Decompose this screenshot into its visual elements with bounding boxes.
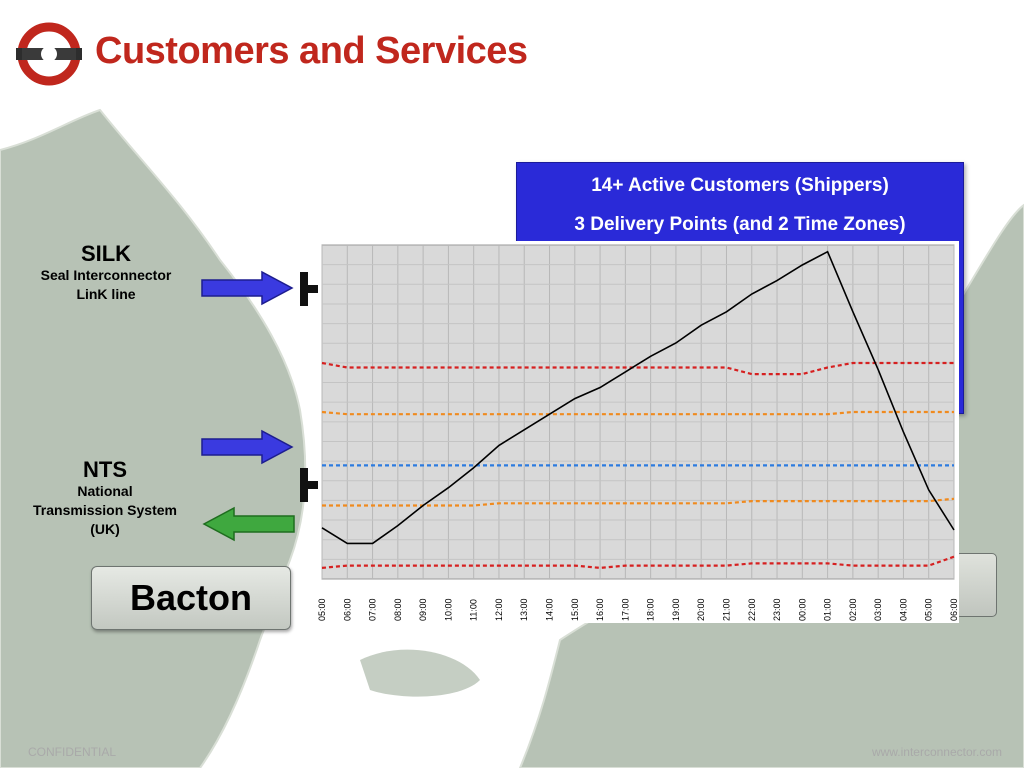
page-title: Customers and Services (95, 30, 528, 72)
silk-name: SILK (80, 241, 132, 266)
bacton-box: Bacton (91, 566, 291, 630)
x-tick-label: 05:00 (318, 598, 327, 621)
x-tick-label: 00:00 (797, 598, 807, 621)
x-tick-label: 03:00 (873, 598, 883, 621)
nts-name: NTS (83, 457, 127, 482)
x-tick-label: 13:00 (519, 598, 529, 621)
x-tick-label: 04:00 (898, 598, 908, 621)
x-tick-label: 09:00 (418, 598, 428, 621)
nts-connector-icon (300, 468, 322, 502)
info-line-delivery-points: 3 Delivery Points (and 2 Time Zones) (574, 214, 906, 235)
nts-label: NTS National Transmission System (UK) (14, 458, 196, 539)
series-line-2 (321, 410, 954, 416)
silk-desc-2: LinK line (76, 286, 136, 302)
x-tick-label: 22:00 (747, 598, 757, 621)
flow-chart: 05:00 06:00 07:00 08:00 09:00 10:00 11:00 12:00… (318, 241, 959, 623)
series-line-0 (321, 250, 955, 545)
x-tick-label: 20:00 (696, 598, 706, 621)
silk-arrow-right-icon (201, 270, 294, 306)
map-landmass-island (360, 649, 480, 697)
footer-confidential: CONFIDENTIAL (28, 745, 117, 759)
x-tick-label: 17:00 (620, 598, 630, 621)
nts-desc-2: Transmission System (33, 502, 177, 518)
x-tick-label: 10:00 (443, 598, 453, 621)
x-tick-label: 11:00 (469, 599, 479, 621)
x-tick-label: 19:00 (671, 598, 681, 621)
x-tick-label: 06:00 (342, 598, 352, 621)
x-tick-label: 05:00 (924, 598, 934, 621)
interconnector-logo (16, 22, 82, 86)
silk-connector-icon (300, 272, 322, 306)
x-tick-label: 18:00 (646, 598, 656, 621)
x-tick-label: 21:00 (721, 598, 731, 621)
x-tick-label: 23:00 (772, 598, 782, 621)
x-tick-label: 08:00 (393, 598, 403, 621)
nts-arrow-right-icon (201, 429, 294, 465)
delivery-point-box (955, 553, 997, 617)
nts-desc-3: (UK) (90, 521, 120, 537)
series-line-4 (322, 497, 955, 507)
silk-label: SILK Seal Interconnector LinK line (16, 242, 196, 304)
x-tick-label: 12:00 (494, 598, 504, 621)
x-tick-label: 16:00 (595, 598, 605, 621)
series-line-1 (321, 361, 954, 376)
nts-desc-1: National (77, 483, 133, 499)
footer-url: www.interconnector.com (871, 745, 1002, 759)
silk-desc-1: Seal Interconnector (40, 267, 172, 283)
x-tick-label: 02:00 (848, 598, 858, 621)
info-line-customers: 14+ Active Customers (Shippers) (591, 175, 889, 196)
nts-arrow-left-icon (202, 506, 295, 542)
x-tick-label: 01:00 (823, 598, 833, 621)
x-tick-label: 14:00 (545, 598, 555, 621)
x-tick-label: 07:00 (368, 598, 378, 621)
x-tick-label: 06:00 (949, 598, 959, 621)
plot-area (321, 244, 955, 580)
series-line-5 (321, 555, 955, 570)
x-tick-label: 15:00 (570, 598, 580, 621)
